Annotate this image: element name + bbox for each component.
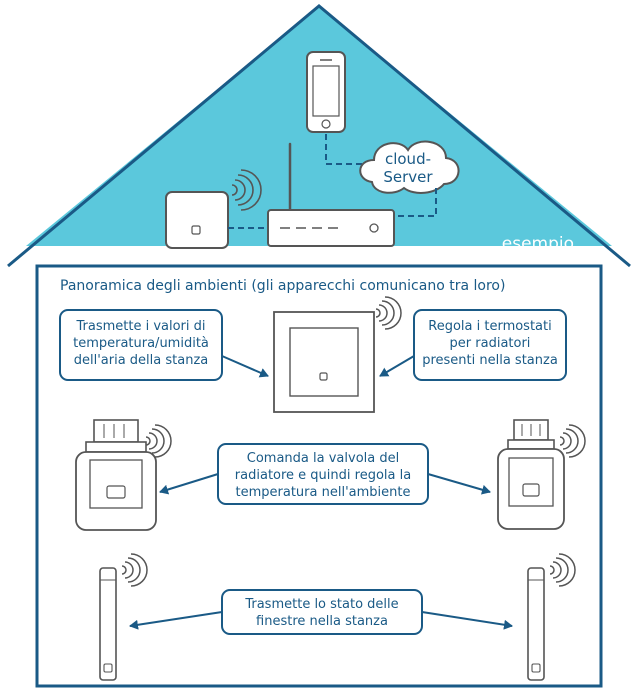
callout-window-line2: finestre nella stanza [256, 614, 388, 629]
arrow-sensor [221, 355, 269, 378]
radiator-thermostat-left [75, 419, 157, 531]
wall-thermostat [273, 311, 375, 413]
arrow-window-left [129, 611, 223, 630]
smartphone [306, 51, 346, 133]
radiator-thermostat-right [497, 419, 565, 530]
arrow-window-right [421, 611, 513, 630]
radiator-left-signal-icon [145, 424, 172, 458]
cloud-router-link [396, 188, 437, 217]
arrow-valve-left [159, 473, 219, 495]
callout-sensor-line2: temperatura/umidità [73, 336, 209, 351]
callout-valve: Comanda la valvola del radiatore e quind… [217, 443, 429, 505]
callout-thermostat-line3: presenti nella stanza [422, 353, 558, 368]
access-point-signal-icon [231, 169, 262, 211]
callout-sensor-line1: Trasmette i valori di [75, 319, 205, 334]
cloud-label-line2: Server [383, 168, 433, 186]
example-label: esempio [502, 234, 574, 254]
window-sensor-left [99, 567, 117, 681]
callout-thermostat-line2: per radiatori [450, 336, 531, 351]
callout-thermostat-line1: Regola i termostati [428, 319, 551, 334]
cloud-icon [359, 140, 460, 194]
thermostat-signal-icon [375, 296, 402, 330]
callout-valve-line2: radiatore e quindi regola la [235, 468, 411, 483]
roof-outline [7, 4, 631, 268]
window-sensor-right [527, 567, 545, 681]
radiator-right-signal-icon [559, 424, 586, 458]
window-left-signal-icon [121, 553, 148, 587]
access-point [165, 191, 229, 249]
callout-valve-line1: Comanda la valvola del [247, 451, 399, 466]
arrow-thermostat [379, 355, 415, 377]
rooms-title: Panoramica degli ambienti (gli apparecch… [60, 278, 505, 294]
callout-valve-line3: temperatura nell'ambiente [236, 485, 411, 500]
callout-window-line1: Trasmette lo stato delle [244, 597, 398, 612]
callout-window: Trasmette lo stato delle finestre nella … [221, 589, 423, 635]
router [267, 142, 395, 247]
window-right-signal-icon [549, 553, 576, 587]
arrow-valve-right [427, 473, 491, 495]
cloud-label-line1: cloud- [385, 150, 431, 168]
callout-thermostat: Regola i termostati per radiatori presen… [413, 309, 567, 381]
callout-sensor-line3: dell'aria della stanza [74, 353, 209, 368]
callout-sensor: Trasmette i valori di temperatura/umidit… [59, 309, 223, 381]
phone-cloud-link [325, 134, 366, 165]
